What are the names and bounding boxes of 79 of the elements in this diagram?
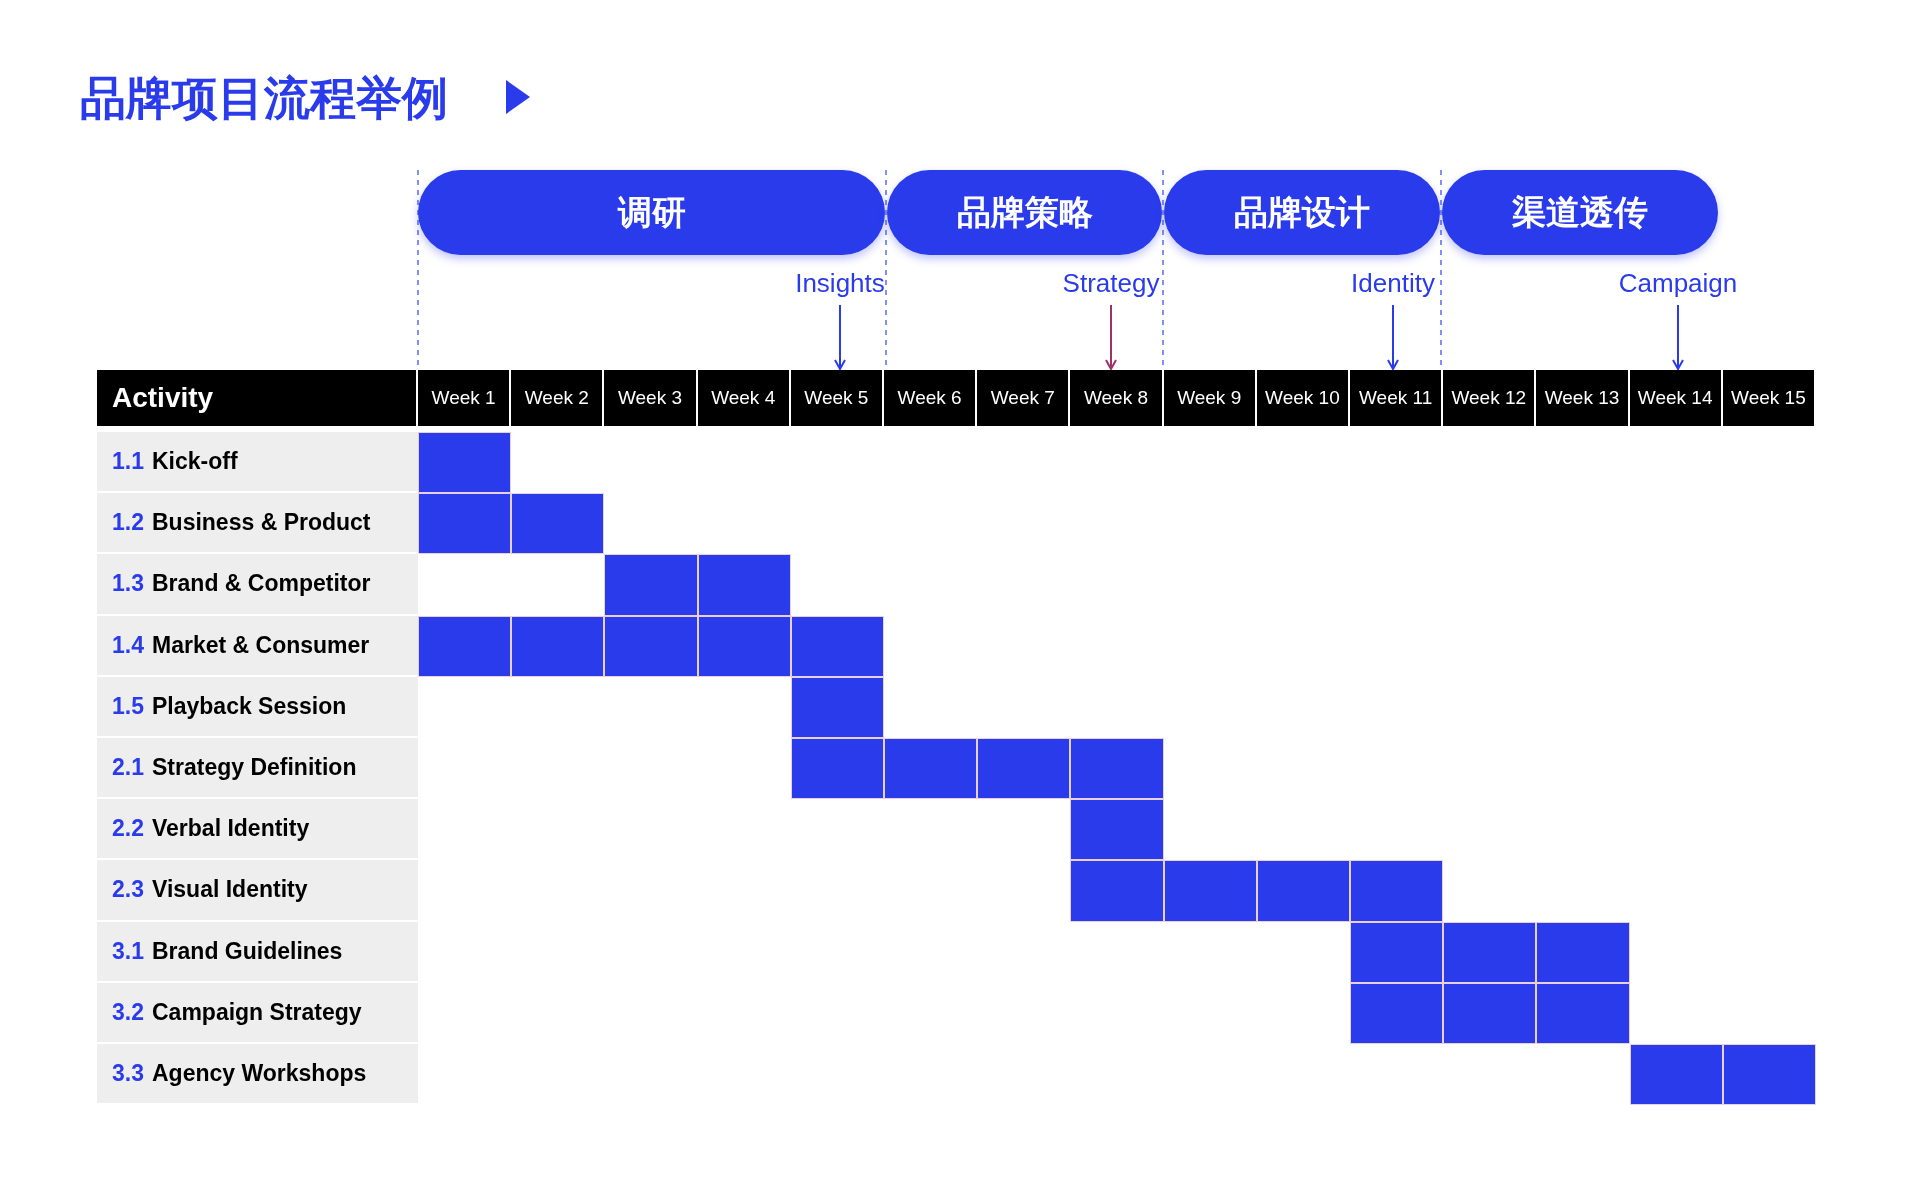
gantt-bar (418, 432, 512, 494)
row-number: 1.2 (112, 509, 144, 537)
column-header: Week 14 (1629, 370, 1723, 426)
activity-name: Verbal Identity (152, 815, 310, 843)
activity-name: Campaign Strategy (152, 998, 362, 1026)
milestone-label: Campaign (1598, 268, 1758, 302)
column-header: Week 3 (604, 370, 698, 426)
gantt-bar (1070, 860, 1164, 922)
row-number: 1.1 (112, 448, 144, 476)
row-number: 2.1 (112, 754, 144, 782)
gantt-bar (1536, 982, 1630, 1044)
gantt-bar (790, 738, 884, 800)
column-header: Week 9 (1163, 370, 1257, 426)
activity-name: Business & Product (152, 509, 371, 537)
gantt-bar (511, 615, 605, 677)
gantt-bar (1070, 738, 1164, 800)
gantt-bar (697, 554, 791, 616)
gantt-bar (511, 493, 605, 555)
activity-name: Market & Consumer (152, 631, 370, 659)
activity-name: Kick-off (152, 448, 238, 476)
title: 品牌项目流程举例 (80, 70, 448, 127)
arrow (1672, 304, 1684, 370)
row-number: 1.5 (112, 692, 144, 720)
column-header: Week 2 (511, 370, 605, 426)
row-number: 3.1 (112, 937, 144, 965)
activity-name: Strategy Definition (152, 754, 357, 782)
phase-pill: 调研 (418, 170, 885, 255)
phase-pill: 品牌设计 (1164, 170, 1440, 255)
arrow (834, 304, 846, 370)
gantt-bar (1443, 921, 1537, 983)
activity-name: Brand & Competitor (152, 570, 371, 598)
arrow (1105, 304, 1117, 370)
gantt-bar (1163, 860, 1257, 922)
column-header: Week 13 (1536, 370, 1630, 426)
activity-name: Agency Workshops (152, 1060, 367, 1088)
gantt-bar (604, 615, 698, 677)
milestone-label: Identity (1313, 268, 1473, 302)
activity-name: Visual Identity (152, 876, 308, 904)
column-header: Week 6 (884, 370, 978, 426)
gantt-bar (1350, 860, 1444, 922)
row-number: 1.3 (112, 570, 144, 598)
gantt-bar (790, 615, 884, 677)
column-header: Week 10 (1256, 370, 1350, 426)
row-number: 3.3 (112, 1060, 144, 1088)
gantt-bar (1070, 799, 1164, 861)
gantt-bar (1629, 1044, 1723, 1106)
activity-name: Playback Session (152, 692, 347, 720)
milestone-label: Insights (760, 268, 920, 302)
column-header: Week 7 (977, 370, 1071, 426)
activity-name: Brand Guidelines (152, 937, 343, 965)
gantt-bar (418, 615, 512, 677)
row-number: 1.4 (112, 631, 144, 659)
milestone-label: Strategy (1031, 268, 1191, 302)
gantt-bar (697, 615, 791, 677)
gantt-bar (884, 738, 978, 800)
row-number: 2.2 (112, 815, 144, 843)
row-number: 2.3 (112, 876, 144, 904)
gantt-bar (604, 554, 698, 616)
column-header: Week 4 (697, 370, 791, 426)
column-header: Week 15 (1722, 370, 1816, 426)
gantt-bar (418, 493, 512, 555)
gantt-bar (1350, 921, 1444, 983)
gantt-bar (977, 738, 1071, 800)
column-header: Week 8 (1070, 370, 1164, 426)
gantt-bar (1256, 860, 1350, 922)
gantt-bar (1536, 921, 1630, 983)
gantt-bar (1443, 982, 1537, 1044)
phase-pill: 品牌策略 (887, 170, 1162, 255)
arrow (1387, 304, 1399, 370)
phase-pill: 渠道透传 (1442, 170, 1718, 255)
column-header: Activity (97, 370, 418, 426)
column-header: Week 12 (1443, 370, 1537, 426)
column-header: Week 5 (790, 370, 884, 426)
row-number: 3.2 (112, 998, 144, 1026)
column-header: Week 1 (418, 370, 512, 426)
gantt-bar (790, 676, 884, 738)
gantt-bar (1722, 1044, 1816, 1106)
column-header: Week 11 (1350, 370, 1444, 426)
gantt-bar (1350, 982, 1444, 1044)
